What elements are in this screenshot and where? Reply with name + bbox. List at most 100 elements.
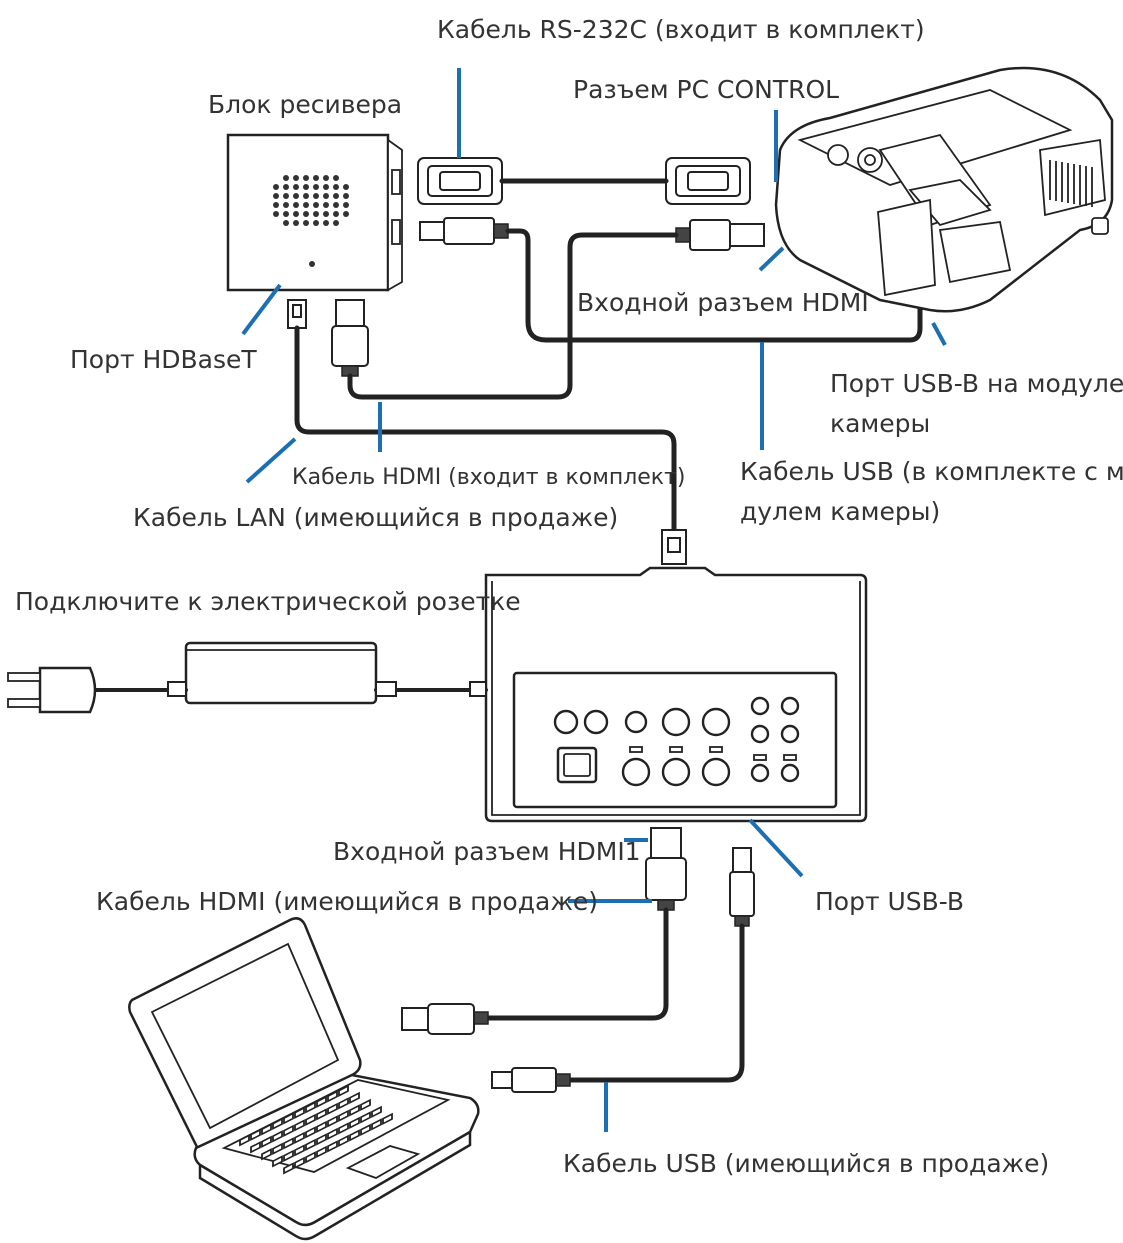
keyboard-key: [338, 1134, 349, 1148]
keyboard-key: [360, 1098, 371, 1112]
vent-hole: [343, 202, 349, 208]
vent-hole: [273, 211, 279, 217]
receiver-hdmi-plug: [335, 299, 365, 327]
vent-hole: [293, 211, 299, 217]
keyboard-key: [382, 1112, 393, 1126]
keyboard-key: [327, 1140, 338, 1153]
usb-cable-camera: [419, 217, 923, 343]
vent-hole: [303, 211, 309, 217]
keyboard-key: [305, 1138, 316, 1152]
hdmi-cable-retail: [401, 827, 687, 1035]
power-adapter: [7, 641, 488, 714]
vent-hole: [333, 220, 339, 226]
keyboard-key: [239, 1134, 250, 1147]
keyboard-key: [283, 1124, 294, 1137]
usb-cable-retail: [491, 847, 755, 1093]
keyboard-key: [371, 1105, 382, 1119]
small-knob: [750, 696, 770, 716]
keyboard-key: [261, 1123, 272, 1136]
keyboard-key: [327, 1127, 338, 1141]
keyboard-key: [272, 1155, 283, 1168]
control-knobs: [553, 696, 800, 787]
keyboard-key: [349, 1129, 360, 1142]
hdmi1-plug: [650, 827, 682, 859]
small-knob: [780, 696, 800, 716]
label-usb-b-camera-2: камеры: [830, 409, 930, 438]
transmitter-box: [484, 566, 868, 823]
keyboard-key: [305, 1151, 316, 1164]
keyboard-key: [360, 1123, 371, 1137]
rs232c-cable: [417, 157, 751, 205]
knob: [624, 710, 648, 734]
label-pc-control: Разъем PC CONTROL: [573, 75, 839, 104]
keyboard-key: [371, 1118, 382, 1131]
keyboard-key: [283, 1137, 294, 1150]
vent-hole: [293, 184, 299, 190]
vent-hole: [283, 211, 289, 217]
vent-hole: [303, 175, 309, 181]
keyboard-key: [294, 1156, 305, 1169]
vent-hole: [273, 184, 279, 190]
small-knob: [750, 724, 770, 744]
keyboard-key: [327, 1115, 338, 1128]
vent-hole: [283, 184, 289, 190]
leader-lan: [245, 437, 297, 484]
keyboard-key: [261, 1135, 272, 1148]
label-usb-cable-retail: Кабель USB (имеющийся в продаже): [563, 1149, 1049, 1178]
touchpad: [345, 1145, 421, 1179]
labels: Кабель RS-232C (входит в комплект) Разъе…: [15, 15, 1123, 1178]
laptop: [128, 917, 480, 1241]
vent-hole: [343, 184, 349, 190]
led-indicator: [669, 746, 683, 753]
keyboard-key: [338, 1122, 349, 1135]
vent-hole: [293, 175, 299, 181]
knob: [701, 707, 731, 737]
vent-hole: [323, 184, 329, 190]
vent-hole: [343, 193, 349, 199]
projector: [774, 66, 1114, 313]
keyboard-key: [261, 1148, 272, 1161]
knob: [701, 757, 731, 787]
vent-hole: [313, 193, 319, 199]
keyboard-key: [283, 1112, 294, 1125]
leader-hdmi-input: [758, 246, 785, 272]
receiver-box: [226, 133, 403, 377]
label-rs232-cable: Кабель RS-232C (входит в комплект): [437, 15, 925, 44]
label-lan-cable: Кабель LAN (имеющийся в продаже): [133, 503, 618, 532]
vent-hole: [303, 220, 309, 226]
vent-hole: [333, 184, 339, 190]
label-hdmi1-input: Входной разъем HDMI1: [333, 837, 641, 866]
vent-hole: [303, 202, 309, 208]
small-knob: [750, 763, 770, 783]
keyboard-key: [360, 1111, 371, 1124]
keyboard-key: [272, 1142, 283, 1155]
small-knob: [780, 724, 800, 744]
keyboard-key: [283, 1149, 294, 1162]
vent-hole: [293, 193, 299, 199]
keyboard-key: [349, 1091, 360, 1105]
keyboard-key: [327, 1102, 338, 1116]
keyboard-key: [272, 1130, 283, 1143]
vent-hole: [283, 175, 289, 181]
hdmi-cable-included: [347, 219, 765, 400]
led-indicator: [753, 754, 767, 761]
vent-hole: [323, 193, 329, 199]
keyboard-key: [294, 1106, 305, 1119]
label-usb-cable-camera-2: дулем камеры): [740, 497, 940, 526]
keyboard-key: [316, 1120, 327, 1134]
vent-hole: [283, 220, 289, 226]
label-hdmi-cable-retail: Кабель HDMI (имеющийся в продаже): [96, 887, 598, 916]
keyboard-key: [294, 1119, 305, 1132]
keyboard-key: [305, 1101, 316, 1114]
power-plug: [38, 666, 97, 714]
keyboard-key: [250, 1141, 261, 1154]
keyboard-key: [338, 1109, 349, 1123]
vent-hole: [323, 211, 329, 217]
keyboard-key: [338, 1084, 349, 1098]
keyboard-key: [283, 1162, 294, 1175]
vent-hole: [273, 202, 279, 208]
keyboard-key: [316, 1108, 327, 1121]
knob: [583, 709, 609, 735]
vent-hole: [313, 184, 319, 190]
